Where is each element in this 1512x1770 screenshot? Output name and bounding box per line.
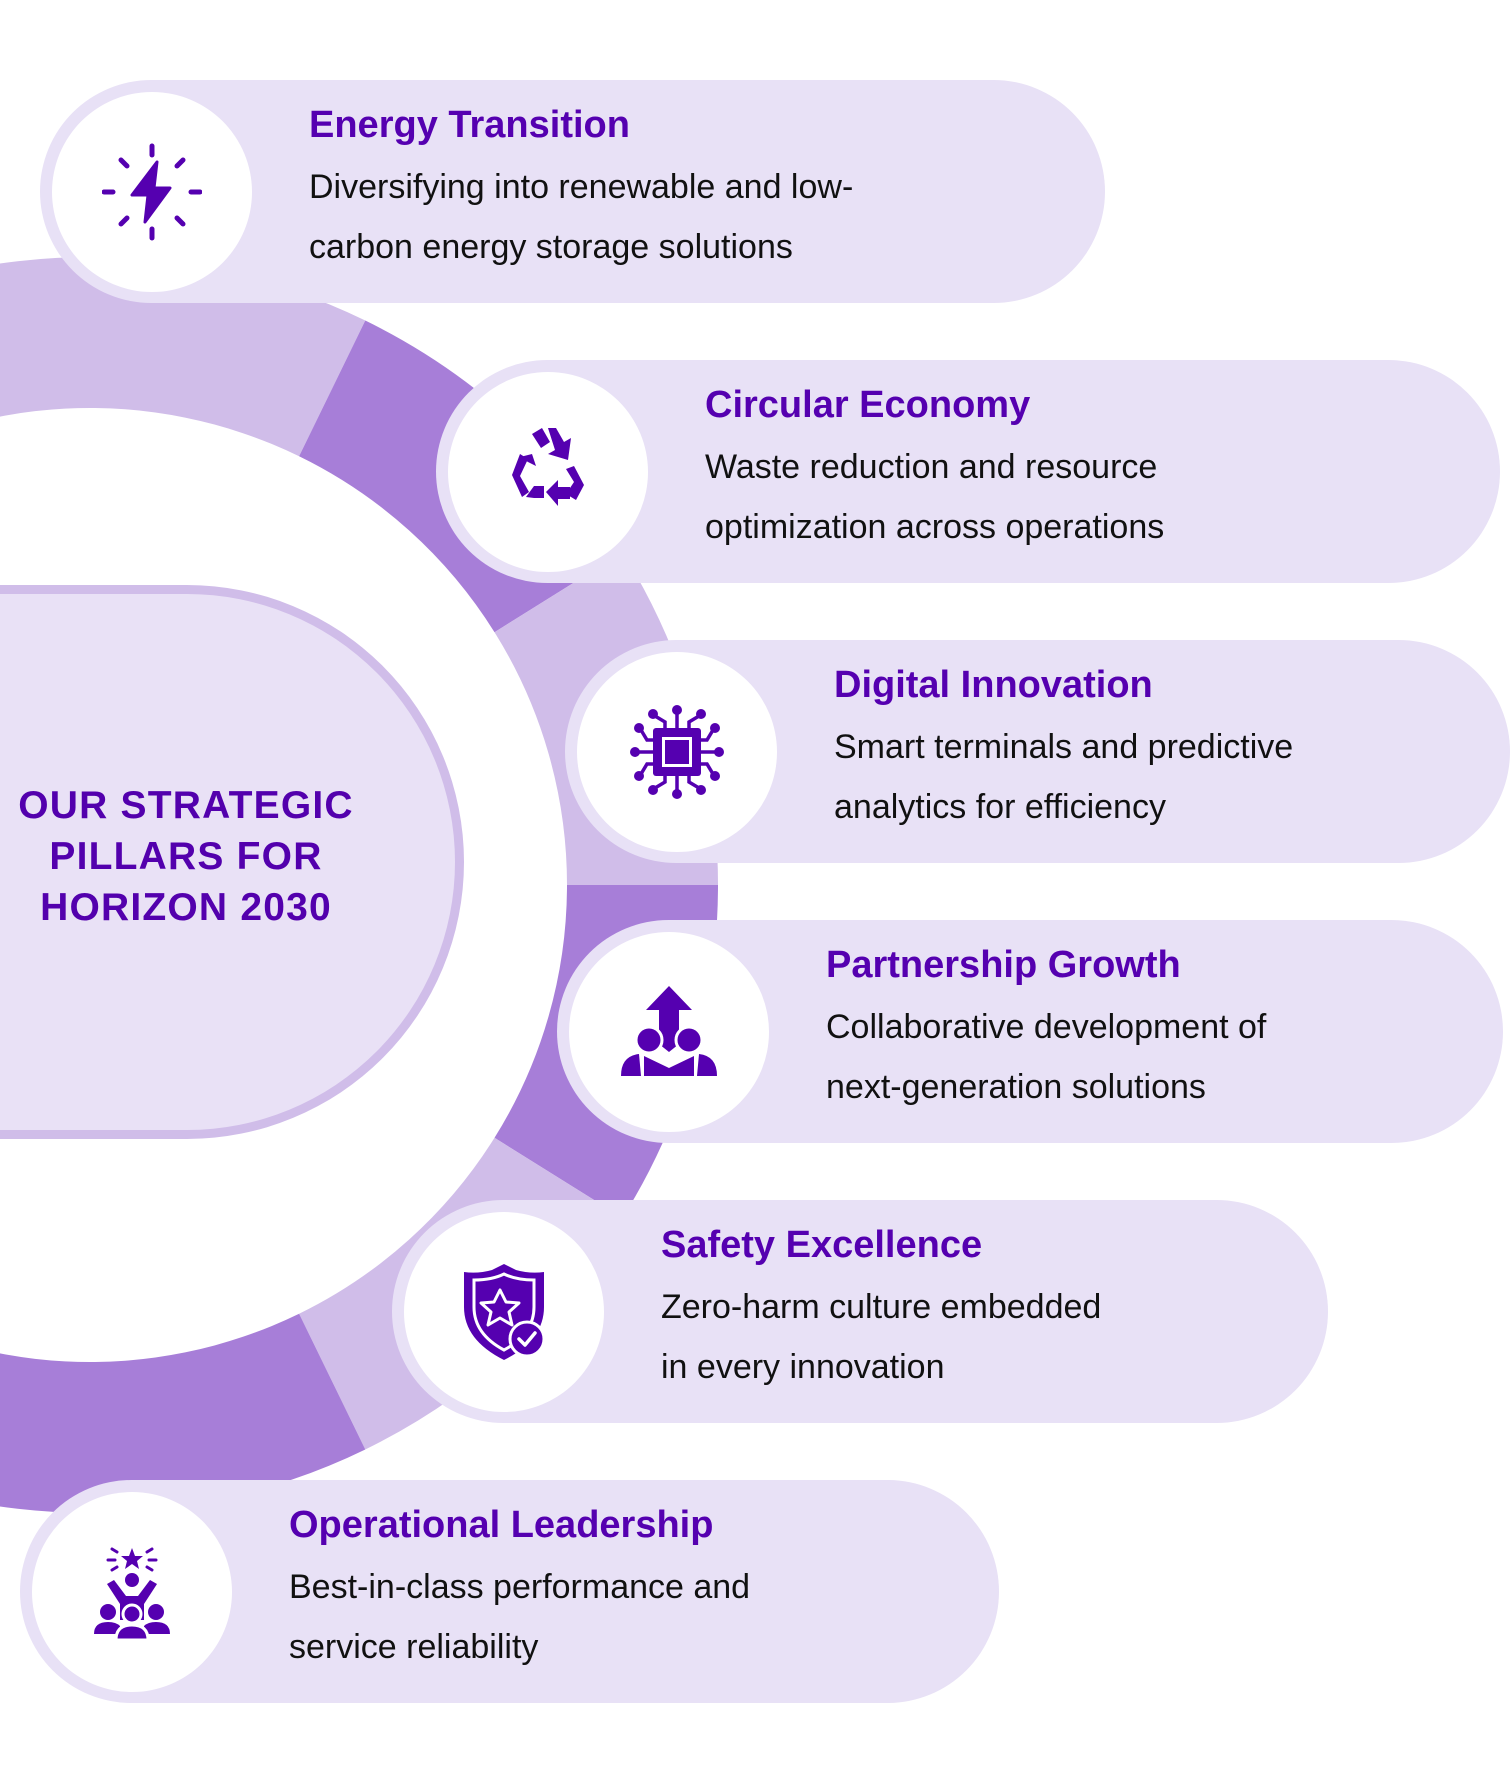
chip-icon (630, 705, 724, 799)
hub-line: OUR STRATEGIC (18, 784, 354, 827)
shield-star-check-icon (464, 1264, 546, 1360)
icon-badge (448, 372, 648, 572)
pillar-title: Operational Leadership (289, 1504, 714, 1546)
description-line: Diversifying into renewable and low- (309, 168, 854, 206)
ring-segment-bottom (0, 1313, 366, 1513)
pillar-title: Energy Transition (309, 104, 630, 146)
center-hub-circle (0, 585, 464, 1139)
pillar-card-safety-excellence: Safety Excellence Zero-harm culture embe… (392, 1200, 1328, 1423)
hub-line: PILLARS FOR (49, 835, 323, 878)
ring-segment-top (0, 257, 366, 457)
pillar-title: Digital Innovation (834, 664, 1153, 706)
description-line: next-generation solutions (826, 1068, 1206, 1106)
description-line: Zero-harm culture embedded (661, 1288, 1102, 1326)
description-line: Smart terminals and predictive (834, 728, 1294, 766)
pillar-description: Best-in-class performance and service re… (289, 1557, 750, 1677)
pillar-card-circular-economy: Circular Economy Waste reduction and res… (436, 360, 1500, 583)
icon-badge (577, 652, 777, 852)
pillar-description: Zero-harm culture embedded in every inno… (661, 1277, 1101, 1397)
description-line: analytics for efficiency (834, 788, 1166, 826)
pillar-description: Diversifying into renewable and low- car… (309, 157, 853, 277)
leader-team-icon (94, 1547, 170, 1642)
icon-badge (569, 932, 769, 1132)
pillar-card-digital-innovation: Digital Innovation Smart terminals and p… (565, 640, 1510, 863)
description-line: carbon energy storage solutions (309, 228, 793, 266)
pillar-description: Collaborative development of next-genera… (826, 997, 1266, 1117)
pillar-card-operational-leadership: Operational Leadership Best-in-class per… (20, 1480, 999, 1703)
pillar-description: Waste reduction and resource optimizatio… (705, 437, 1164, 557)
description-line: Best-in-class performance and (289, 1568, 751, 1606)
hub-line: HORIZON 2030 (40, 886, 332, 929)
pillar-card-energy-transition: Energy Transition Diversifying into rene… (40, 80, 1105, 303)
pillar-card-partnership-growth: Partnership Growth Collaborative develop… (557, 920, 1503, 1143)
recycle-icon (512, 428, 584, 506)
pillar-title: Partnership Growth (826, 944, 1181, 986)
description-line: optimization across operations (705, 508, 1165, 546)
lightning-icon (102, 143, 202, 241)
description-line: service reliability (289, 1628, 539, 1666)
pillar-title: Circular Economy (705, 384, 1031, 426)
description-line: Waste reduction and resource (705, 448, 1158, 486)
description-line: Collaborative development of (826, 1008, 1267, 1046)
icon-badge (404, 1212, 604, 1412)
pillar-description: Smart terminals and predictive analytics… (834, 717, 1293, 837)
team-growth-icon (621, 986, 717, 1076)
center-hub-title: OUR STRATEGIC PILLARS FOR HORIZON 2030 (0, 780, 372, 933)
description-line: in every innovation (661, 1348, 945, 1386)
icon-badge (52, 92, 252, 292)
icon-badge (32, 1492, 232, 1692)
pillar-title: Safety Excellence (661, 1224, 983, 1266)
